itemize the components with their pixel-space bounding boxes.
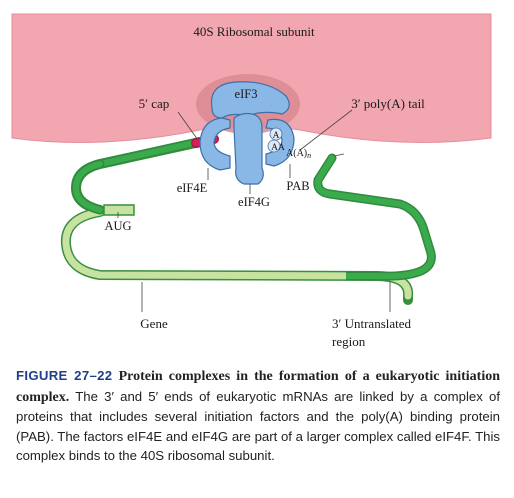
eif3-label: eIF3 (235, 87, 258, 101)
tail-end-label: A(A)n (286, 148, 311, 160)
tail-a-label: A (273, 131, 280, 141)
poly-a-bubble-2 (267, 139, 281, 153)
utr-label-line1: 3′ Untranslated (332, 316, 412, 331)
eif4g-label: eIF4G (238, 195, 270, 209)
figure-body: The 3′ and 5′ ends of eukaryotic mRNAs a… (16, 388, 500, 464)
cap-label: 5′ cap (139, 96, 170, 111)
aug-codon-marker (103, 204, 135, 216)
tail-aa-label: AA (271, 143, 285, 153)
pab-label: PAB (286, 179, 309, 193)
polya-label: 3′ poly(A) tail (351, 96, 425, 111)
figure-diagram: 40S Ribosomal subunit eIF3 5′ cap 3′ pol… (11, 13, 492, 349)
figure-caption: FIGURE 27–22 Protein complexes in the fo… (16, 366, 500, 466)
figure-title: Protein complexes in the formation of a … (16, 369, 500, 405)
ribosome-label: 40S Ribosomal subunit (193, 24, 315, 39)
eif4g-protein (233, 112, 264, 185)
polya-leader-line (299, 109, 353, 151)
tail-n-subscript: n (307, 151, 311, 160)
utr-label-line2: region (332, 334, 366, 349)
eif4e-protein (199, 117, 231, 171)
gene-label: Gene (140, 316, 168, 331)
eif4e-label: eIF4E (177, 181, 208, 195)
tail-end-text: (A) (293, 148, 307, 159)
figure-number: FIGURE 27–22 (16, 368, 113, 383)
cap-leader-line (177, 111, 199, 141)
tail-leader-line (333, 153, 345, 157)
aug-label: AUG (104, 219, 131, 233)
